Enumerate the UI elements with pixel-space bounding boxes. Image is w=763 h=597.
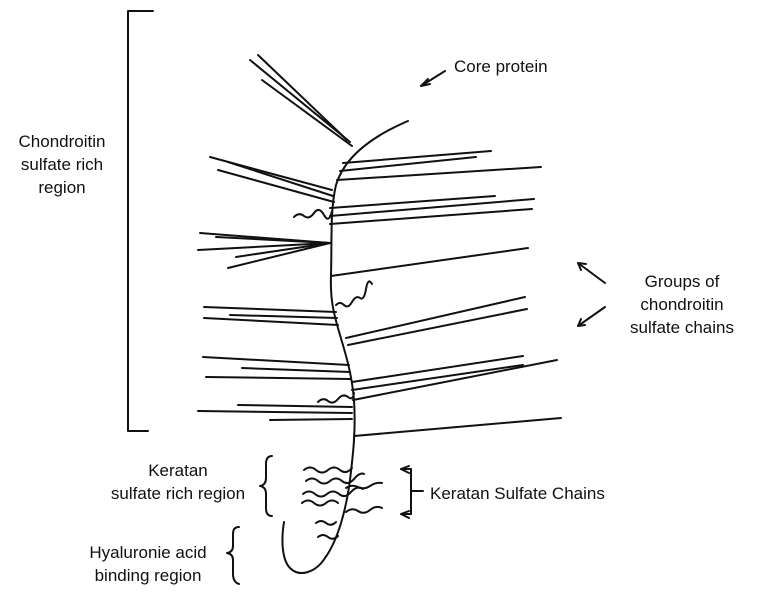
core-protein-label: Core protein	[454, 55, 548, 78]
chondroitin-chain	[354, 418, 561, 436]
hyaluronic-region-label: Hyaluronie acid binding region	[78, 541, 218, 587]
chondroitin-region-label: Chondroitin sulfate rich region	[6, 130, 118, 199]
keratan-squiggle	[318, 393, 354, 403]
keratan-pointer-arrows	[401, 466, 411, 518]
chondroitin-chain	[238, 405, 352, 407]
keratan-chain	[304, 468, 352, 473]
keratan-chain	[316, 521, 336, 525]
keratan-chain	[302, 501, 338, 506]
chondroitin-chain	[330, 196, 495, 208]
groups-chains-line-3: sulfate chains	[612, 316, 752, 339]
chondroitin-region-line-3: region	[6, 176, 118, 199]
chondroitin-chain	[204, 307, 336, 312]
keratan-region-brace	[260, 456, 272, 516]
chondroitin-region-line-2: sulfate rich	[6, 153, 118, 176]
groups-arrow-down	[578, 307, 605, 326]
keratan-squiggle	[294, 210, 332, 219]
chondroitin-chain	[340, 157, 476, 171]
chondroitin-chain	[270, 419, 352, 420]
core-protein-text: Core protein	[454, 55, 548, 78]
chondroitin-chain	[230, 315, 337, 318]
chondroitin-chain	[262, 80, 352, 146]
keratan-chain	[306, 474, 364, 484]
groups-arrow-up	[578, 263, 605, 283]
core-protein-backbone	[282, 121, 408, 573]
keratan-sulfate-chains	[302, 468, 382, 539]
keratan-region-line-2: sulfate rich region	[100, 482, 256, 505]
chondroitin-region-bracket	[128, 11, 153, 431]
keratan-chains-label: Keratan Sulfate Chains	[430, 482, 605, 505]
chondroitin-chain	[250, 60, 350, 142]
chondroitin-chain	[228, 162, 333, 196]
keratan-chain	[318, 535, 338, 539]
keratan-region-label: Keratan sulfate rich region	[100, 459, 256, 505]
hyaluronic-region-line-2: binding region	[78, 564, 218, 587]
hyaluronic-region-line-1: Hyaluronie acid	[78, 541, 218, 564]
keratan-chains-bracket	[402, 469, 423, 514]
groups-chains-line-2: chondroitin	[612, 293, 752, 316]
chondroitin-chain	[258, 55, 347, 140]
keratan-squiggle	[336, 281, 372, 306]
keratan-chains-text: Keratan Sulfate Chains	[430, 482, 605, 505]
chondroitin-chain	[206, 377, 350, 379]
chondroitin-chain	[330, 209, 532, 224]
chondroitin-chain	[346, 297, 525, 338]
keratan-region-line-1: Keratan	[100, 459, 256, 482]
chondroitin-sulfate-chains	[198, 55, 561, 436]
chondroitin-chain	[203, 357, 349, 365]
chondroitin-chain	[331, 248, 528, 276]
core-protein-arrow	[421, 71, 445, 86]
keratan-chain	[346, 483, 382, 488]
hyaluronic-region-brace	[227, 527, 239, 584]
groups-chains-line-1: Groups of	[612, 270, 752, 293]
chondroitin-chain	[242, 368, 350, 372]
chondroitin-region-line-1: Chondroitin	[6, 130, 118, 153]
keratan-chain	[303, 488, 363, 497]
chondroitin-chain	[204, 318, 338, 325]
chondroitin-chain	[348, 309, 527, 345]
keratan-chain	[346, 507, 382, 513]
chondroitin-chain	[198, 411, 352, 413]
groups-chains-label: Groups of chondroitin sulfate chains	[612, 270, 752, 339]
